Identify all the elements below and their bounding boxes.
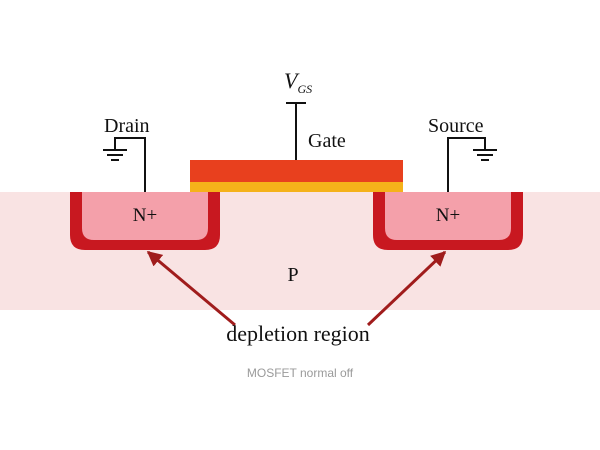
- left-n-plus-well: [82, 192, 208, 240]
- source-ground-icon: [473, 149, 497, 161]
- gate-oxide: [190, 182, 403, 192]
- gate-label: Gate: [308, 130, 346, 152]
- right-n-plus-well: [385, 192, 511, 240]
- left-n-plus-label: N+: [133, 205, 157, 226]
- source-wire: [447, 137, 486, 192]
- right-n-plus-label: N+: [436, 205, 460, 226]
- drain-label: Drain: [104, 115, 150, 137]
- source-label: Source: [428, 115, 484, 137]
- gate-metal: [190, 160, 403, 182]
- depletion-region-label: depletion region: [226, 321, 370, 346]
- vgs-label-main: V: [284, 68, 300, 93]
- left-depletion-arrow: [146, 250, 236, 327]
- vgs-label: VGS: [284, 68, 312, 96]
- drain-wire: [114, 137, 146, 192]
- p-substrate-label: P: [287, 264, 298, 286]
- drain-ground-icon: [103, 149, 127, 161]
- right-depletion-arrow: [366, 250, 447, 327]
- vgs-label-sub: GS: [297, 82, 312, 96]
- figure-caption: MOSFET normal off: [246, 366, 354, 380]
